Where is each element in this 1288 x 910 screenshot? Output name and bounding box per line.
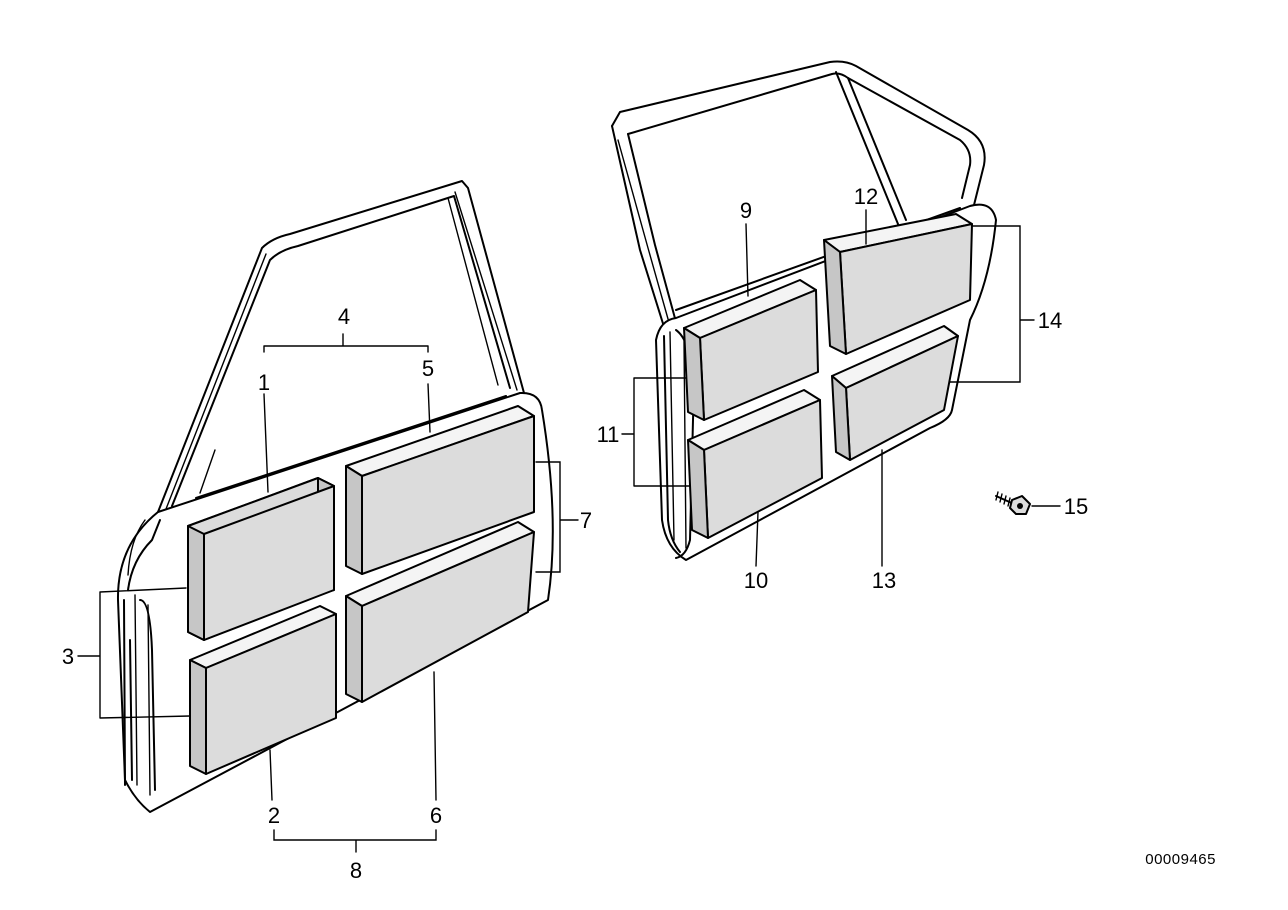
callout-4: 4 <box>338 304 350 329</box>
front-pad-1 <box>187 477 335 641</box>
callout-labels: 1 2 3 4 5 6 7 8 9 10 11 12 13 14 15 <box>62 184 1088 883</box>
callout-10: 10 <box>744 568 768 593</box>
rear-pad-10 <box>687 389 823 539</box>
callout-1: 1 <box>258 370 270 395</box>
leader-lines <box>77 209 1061 853</box>
rear-pad-12 <box>823 213 973 355</box>
screw <box>995 491 1031 515</box>
callout-12: 12 <box>854 184 878 209</box>
callout-6: 6 <box>430 803 442 828</box>
rear-pad-13 <box>831 325 959 461</box>
callout-14: 14 <box>1038 308 1062 333</box>
front-pad-6 <box>345 521 535 703</box>
callout-3: 3 <box>62 644 74 669</box>
callout-8: 8 <box>350 858 362 883</box>
callout-13: 13 <box>872 568 896 593</box>
rear-window-frame <box>611 60 986 206</box>
rear-pad-9 <box>683 279 819 421</box>
callout-2: 2 <box>268 803 280 828</box>
front-pad-5 <box>345 405 535 575</box>
callout-11: 11 <box>597 422 620 447</box>
front-door <box>116 180 554 813</box>
callout-9: 9 <box>740 198 752 223</box>
rear-door <box>611 60 997 561</box>
callout-7: 7 <box>580 508 592 533</box>
callout-5: 5 <box>422 356 434 381</box>
diagram-code: 00009465 <box>1145 851 1216 868</box>
callout-15: 15 <box>1064 494 1088 519</box>
front-window-frame <box>157 180 525 513</box>
front-pad-2 <box>189 605 337 775</box>
